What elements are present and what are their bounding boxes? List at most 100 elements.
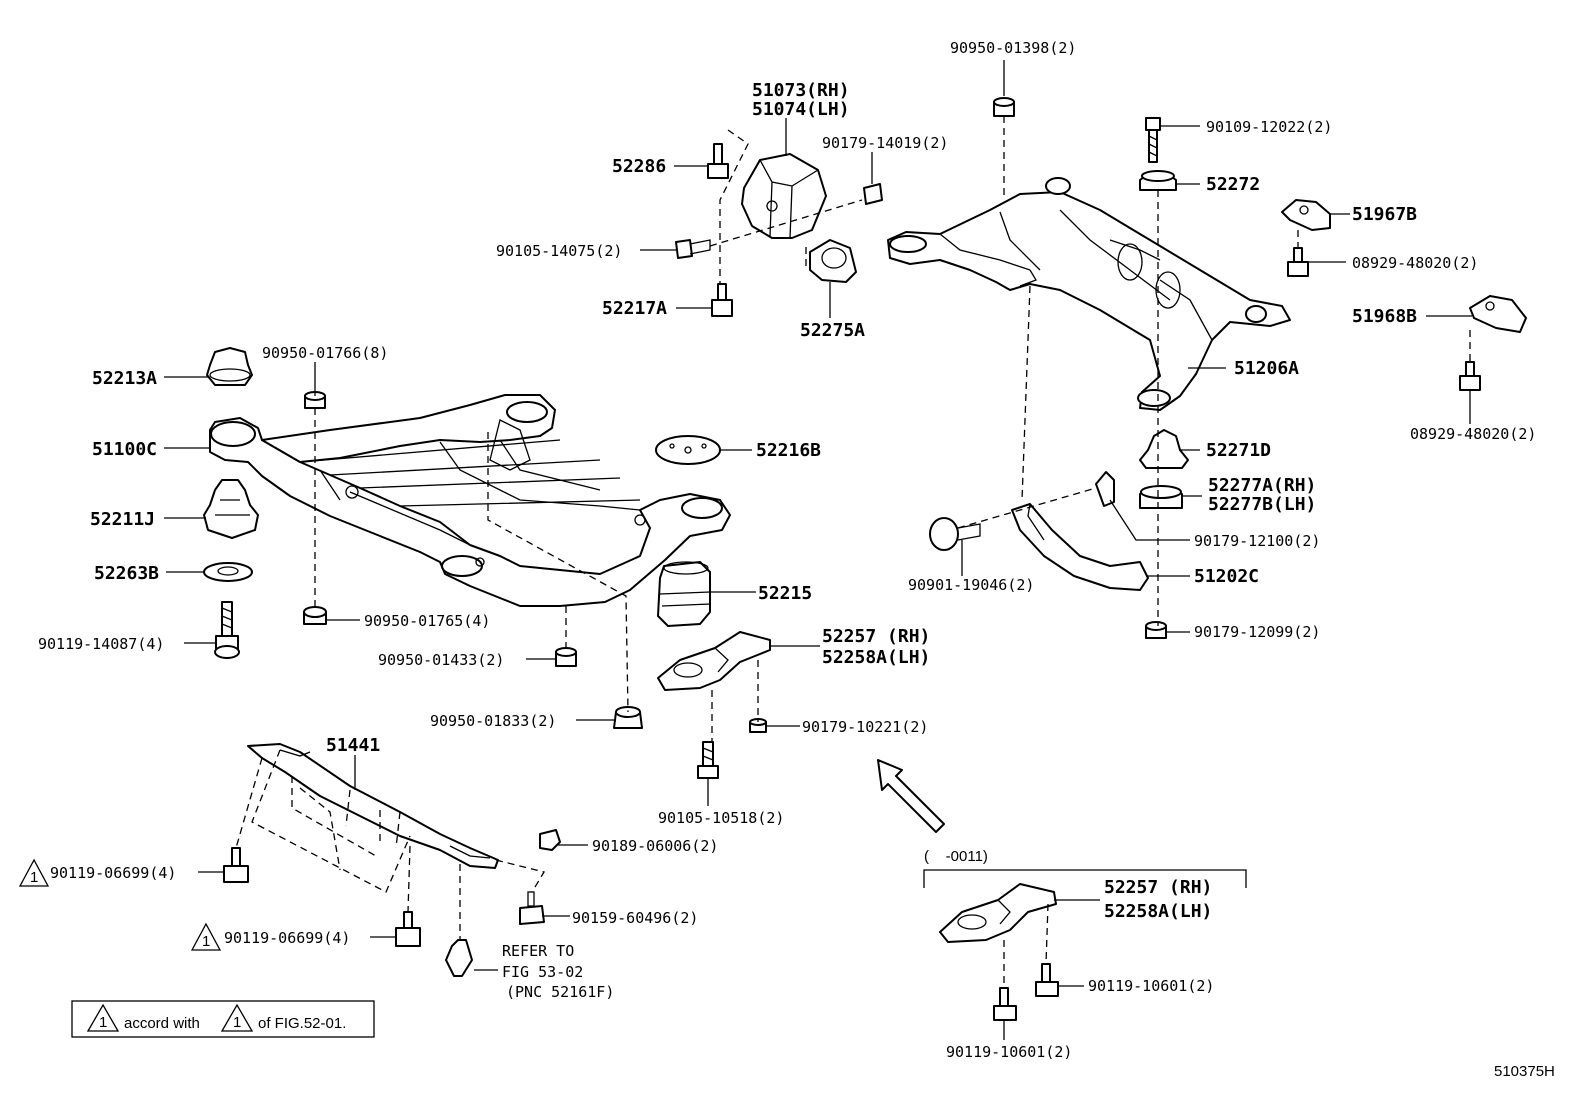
label-90119-06699-b: 90119-06699(4) <box>224 929 350 947</box>
direction-arrow <box>877 759 945 833</box>
label-52257-b: 52257 (RH) <box>1104 877 1212 898</box>
bolt-90119-06699-b <box>395 911 421 947</box>
label-52271d: 52271D <box>1206 440 1271 461</box>
label-08929-48020-b: 08929-48020(2) <box>1410 425 1536 443</box>
label-52257-a: 52257 (RH) <box>822 626 930 647</box>
label-90950-01833: 90950-01833(2) <box>430 712 556 730</box>
label-90105-14075: 90105-14075(2) <box>496 242 622 260</box>
label-90179-12100: 90179-12100(2) <box>1194 532 1320 550</box>
bolt-90119-14087 <box>214 601 240 659</box>
screw-90159-60496 <box>519 891 545 925</box>
callout-labels: 51073(RH) 51074(LH) 90950-01398(2) 90109… <box>38 39 1536 1061</box>
label-90189-06006: 90189-06006(2) <box>592 837 718 855</box>
nut-90950-01833 <box>613 706 643 729</box>
label-90119-10601-a: 90119-10601(2) <box>1088 977 1214 995</box>
label-51968b: 51968B <box>1352 306 1417 327</box>
nut-90950-01765 <box>303 606 327 625</box>
bracket-90179-12100 <box>1095 471 1115 507</box>
nut-90950-01433 <box>555 647 577 667</box>
label-90179-10221: 90179-10221(2) <box>802 718 928 736</box>
label-52217a: 52217A <box>602 298 667 319</box>
cushion-52272 <box>1139 170 1177 191</box>
figure-id: 510375H <box>1494 1063 1555 1080</box>
label-52272: 52272 <box>1206 174 1260 195</box>
label-90950-01766: 90950-01766(8) <box>262 344 388 362</box>
nut-90179-10221 <box>749 718 767 733</box>
label-90159-60496: 90159-60496(2) <box>572 909 698 927</box>
bracket-51967b <box>1281 199 1331 231</box>
front-crossmember-51100c <box>209 394 731 607</box>
bolt-90105-14075 <box>675 239 711 259</box>
note-text-b: of FIG.52-01. <box>258 1015 346 1032</box>
leader-lines <box>164 60 1472 1040</box>
warning-triangle-icon-note-b: 1 <box>220 1003 254 1032</box>
rear-crossmember-51206a <box>887 177 1291 411</box>
label-90950-01765: 90950-01765(4) <box>364 612 490 630</box>
warning-triangle-icon-b: 1 <box>190 922 222 951</box>
cushion-52216b <box>655 435 721 465</box>
label-90901-19046: 90901-19046(2) <box>908 576 1034 594</box>
clip-pnc-52161f <box>445 939 473 977</box>
label-52215: 52215 <box>758 583 812 604</box>
svg-text:1: 1 <box>30 869 38 886</box>
cushion-52277a-b <box>1139 485 1183 509</box>
washer-52263b <box>203 562 253 582</box>
bolt-52286 <box>707 143 729 179</box>
label-51074: 51074(LH) <box>752 99 850 120</box>
label-51100c: 51100C <box>92 439 157 460</box>
bolt-90109-12022 <box>1145 117 1161 163</box>
note-box: 1 accord with 1 of FIG.52-01. <box>71 1000 375 1038</box>
note-text-a: accord with <box>124 1015 200 1032</box>
label-52258a-b: 52258A(LH) <box>1104 901 1212 922</box>
label-90179-14019: 90179-14019(2) <box>822 134 948 152</box>
label-52275a: 52275A <box>800 320 865 341</box>
range-label: ( -0011) <box>924 848 988 865</box>
clip-90189-06006 <box>539 829 561 851</box>
label-90119-10601-b: 90119-10601(2) <box>946 1043 1072 1061</box>
label-52211j: 52211J <box>90 509 155 530</box>
label-90105-10518: 90105-10518(2) <box>658 809 784 827</box>
label-52277b: 52277B(LH) <box>1208 494 1316 515</box>
bracket-51073-51074 <box>741 153 827 239</box>
bolt-90901-19046 <box>929 517 981 551</box>
refer-to-line-1: REFER TO <box>502 942 574 960</box>
label-52258a-a: 52258A(LH) <box>822 647 930 668</box>
label-90950-01433: 90950-01433(2) <box>378 651 504 669</box>
stopper-plate-52257-upper <box>657 631 771 691</box>
bolt-90119-10601-a <box>1035 963 1059 997</box>
range-bracket <box>923 869 1247 888</box>
bolt-90119-10601-b <box>993 987 1017 1021</box>
under-cover-51441 <box>247 743 499 869</box>
stopper-90950-01398 <box>993 97 1015 117</box>
label-51073: 51073(RH) <box>752 80 850 101</box>
nut-90179-14019 <box>863 183 883 205</box>
label-51441: 51441 <box>326 735 380 756</box>
cushion-52271d <box>1139 429 1189 469</box>
bracket-51968b <box>1469 295 1527 333</box>
label-52213a: 52213A <box>92 368 157 389</box>
label-90179-12099: 90179-12099(2) <box>1194 623 1320 641</box>
label-52286: 52286 <box>612 156 666 177</box>
svg-text:1: 1 <box>99 1014 107 1031</box>
label-52216b: 52216B <box>756 440 821 461</box>
svg-text:1: 1 <box>233 1014 241 1031</box>
svg-text:1: 1 <box>202 933 210 950</box>
label-08929-48020-a: 08929-48020(2) <box>1352 254 1478 272</box>
label-90109-12022: 90109-12022(2) <box>1206 118 1332 136</box>
bolt-90105-10518 <box>697 741 719 779</box>
stopper-plate-52257-lower <box>939 883 1057 943</box>
bolt-08929-48020-a <box>1287 247 1309 277</box>
refer-to-line-3: (PNC 52161F) <box>506 983 614 1001</box>
alignment-lines <box>235 116 1471 988</box>
bolt-90119-06699-a <box>223 847 249 883</box>
refer-to-line-2: FIG 53-02 <box>502 963 583 981</box>
label-90119-06699-a: 90119-06699(4) <box>50 864 176 882</box>
warning-triangle-icon-note-a: 1 <box>86 1003 120 1032</box>
label-51206a: 51206A <box>1234 358 1299 379</box>
bushing-52215 <box>657 561 711 627</box>
cushion-52211j <box>203 479 259 539</box>
bushing-52275a <box>809 239 857 283</box>
label-51967b: 51967B <box>1352 204 1417 225</box>
label-90950-01398: 90950-01398(2) <box>950 39 1076 57</box>
